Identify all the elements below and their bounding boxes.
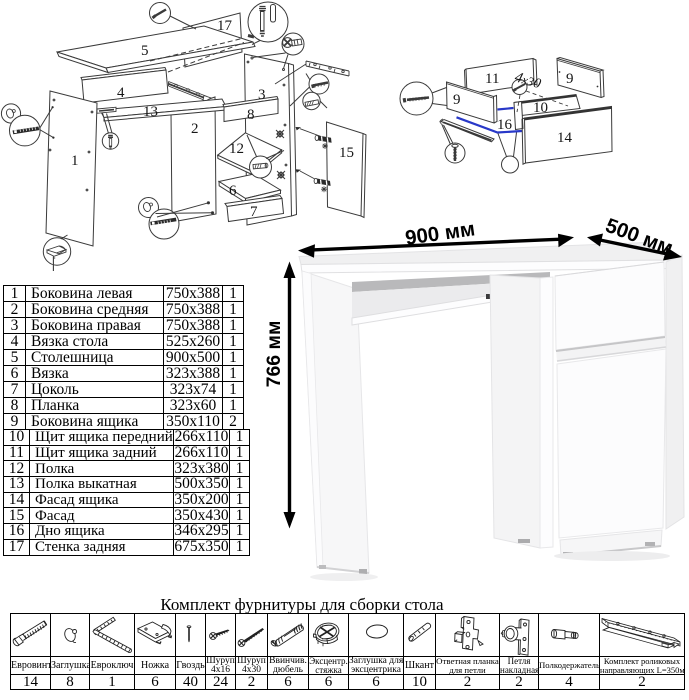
- svg-text:16: 16: [497, 117, 513, 133]
- svg-text:1: 1: [71, 153, 79, 169]
- svg-text:8: 8: [247, 107, 255, 123]
- svg-text:3: 3: [258, 87, 266, 103]
- svg-text:13: 13: [143, 104, 158, 120]
- svg-text:14: 14: [557, 130, 573, 146]
- svg-text:6: 6: [229, 183, 237, 199]
- svg-text:5: 5: [141, 43, 149, 59]
- svg-text:766 мм: 766 мм: [263, 321, 285, 388]
- svg-text:12: 12: [229, 141, 244, 157]
- svg-text:2: 2: [191, 121, 199, 137]
- svg-text:15: 15: [339, 145, 354, 161]
- svg-text:4: 4: [117, 85, 125, 101]
- svg-text:9: 9: [566, 71, 574, 87]
- svg-text:10: 10: [533, 100, 548, 116]
- svg-text:7: 7: [250, 204, 258, 220]
- svg-text:17: 17: [217, 18, 233, 34]
- svg-text:9: 9: [453, 92, 461, 108]
- svg-text:11: 11: [485, 71, 499, 87]
